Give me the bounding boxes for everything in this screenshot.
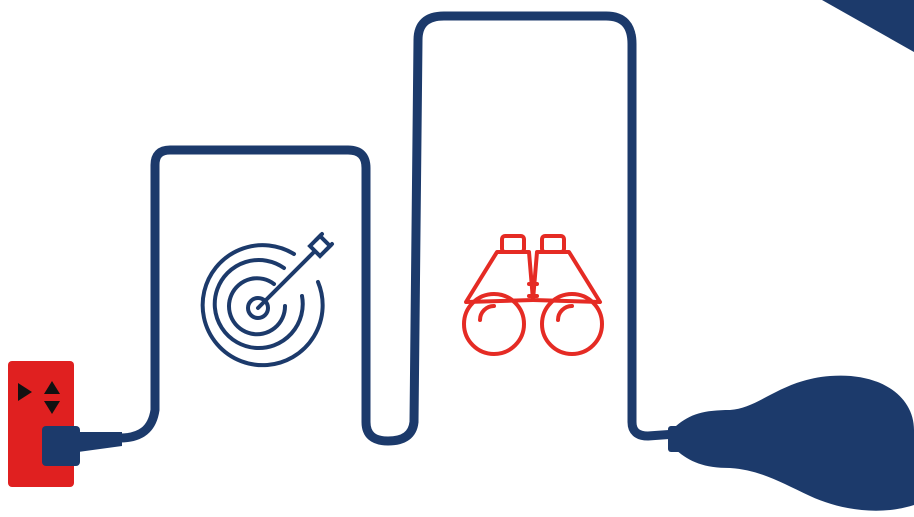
cable-line bbox=[120, 16, 676, 441]
target-icon bbox=[203, 234, 332, 365]
corner-triangle bbox=[822, 0, 914, 52]
power-socket-icon bbox=[8, 361, 74, 487]
plug-icon bbox=[42, 426, 122, 466]
light-bulb-icon bbox=[668, 376, 914, 511]
binoculars-icon bbox=[464, 236, 602, 354]
